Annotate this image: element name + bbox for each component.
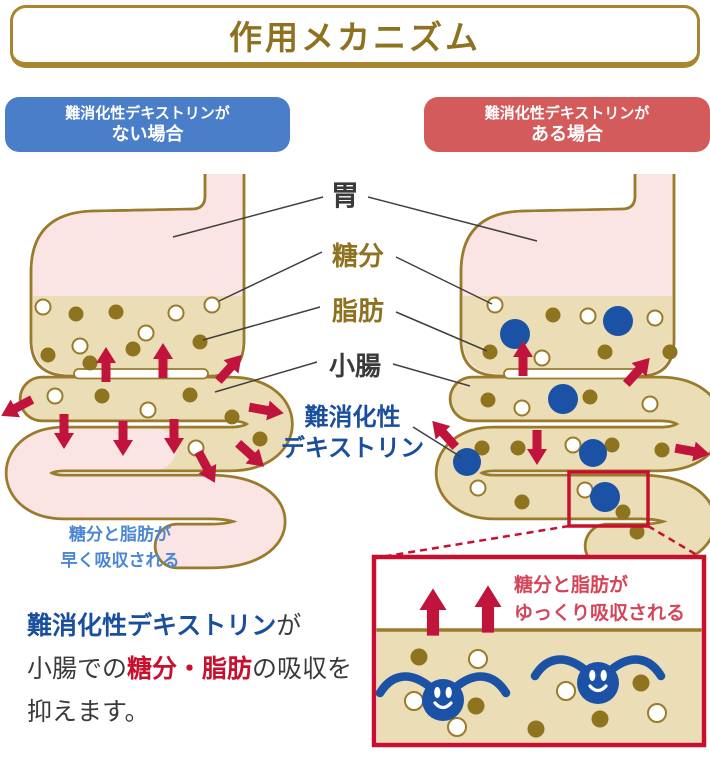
label-pointer-lines — [172, 196, 538, 458]
summary-intestine: 小腸での — [27, 654, 128, 683]
page-title: 作用メカニズム — [229, 18, 481, 57]
small-intestine-label: 小腸 — [328, 352, 381, 382]
sugar-dots — [34, 296, 221, 457]
slow-absorption-note: 糖分と脂肪が ゆっくり吸収される — [514, 571, 704, 627]
fat-dots — [40, 304, 268, 447]
dextrin-label-line2: デキストリン — [280, 434, 425, 462]
summary-sugar-fat: 糖分・脂肪 — [127, 654, 253, 683]
title-banner: 作用メカニズム — [10, 5, 700, 68]
magnifier-source-rect — [567, 470, 650, 528]
case-without-dextrin-header: 難消化性デキストリンが ない場合 — [5, 97, 290, 152]
organ-without-dextrin — [0, 172, 285, 546]
slow-absorption-line2: ゆっくり吸収される — [514, 602, 686, 624]
fat-label: 脂肪 — [331, 297, 384, 327]
sugar-dots — [404, 649, 667, 737]
sugar-dots — [469, 296, 664, 499]
summary-ga: が — [276, 611, 302, 640]
fat-dots — [410, 648, 650, 738]
fat-dots — [474, 307, 678, 540]
case-with-line2: ある場合 — [531, 124, 603, 145]
case-without-line1: 難消化性デキストリンが — [65, 104, 230, 122]
case-with-line1: 難消化性デキストリンが — [484, 104, 650, 122]
dextrin-label: 難消化性 デキストリン — [280, 402, 425, 464]
summary-absorption: の吸収を — [252, 654, 353, 683]
sugar-label: 糖分 — [331, 242, 384, 272]
stomach-label: 胃 — [330, 179, 359, 212]
fast-absorption-note: 糖分と脂肪が 早く吸収される — [40, 522, 200, 574]
summary-dextrin: 難消化性デキストリン — [27, 611, 277, 640]
organ-with-dextrin — [424, 172, 710, 546]
dextrin-dots — [453, 306, 633, 512]
magnifier-connectors — [374, 524, 703, 560]
fast-absorption-line1: 糖分と脂肪が — [69, 525, 171, 545]
case-with-dextrin-header: 難消化性デキストリンが ある場合 — [424, 97, 710, 152]
summary-text: 難消化性デキストリンが 小腸での糖分・脂肪の吸収を 抑えます。 — [27, 604, 377, 733]
dextrin-label-line1: 難消化性 — [304, 403, 401, 431]
summary-suppress: 抑えます。 — [27, 697, 150, 726]
fast-absorption-line2: 早く吸収される — [60, 551, 180, 571]
slow-absorption-line1: 糖分と脂肪が — [514, 574, 629, 596]
case-without-line2: ない場合 — [111, 124, 184, 145]
magnified-detail-box — [371, 554, 707, 748]
